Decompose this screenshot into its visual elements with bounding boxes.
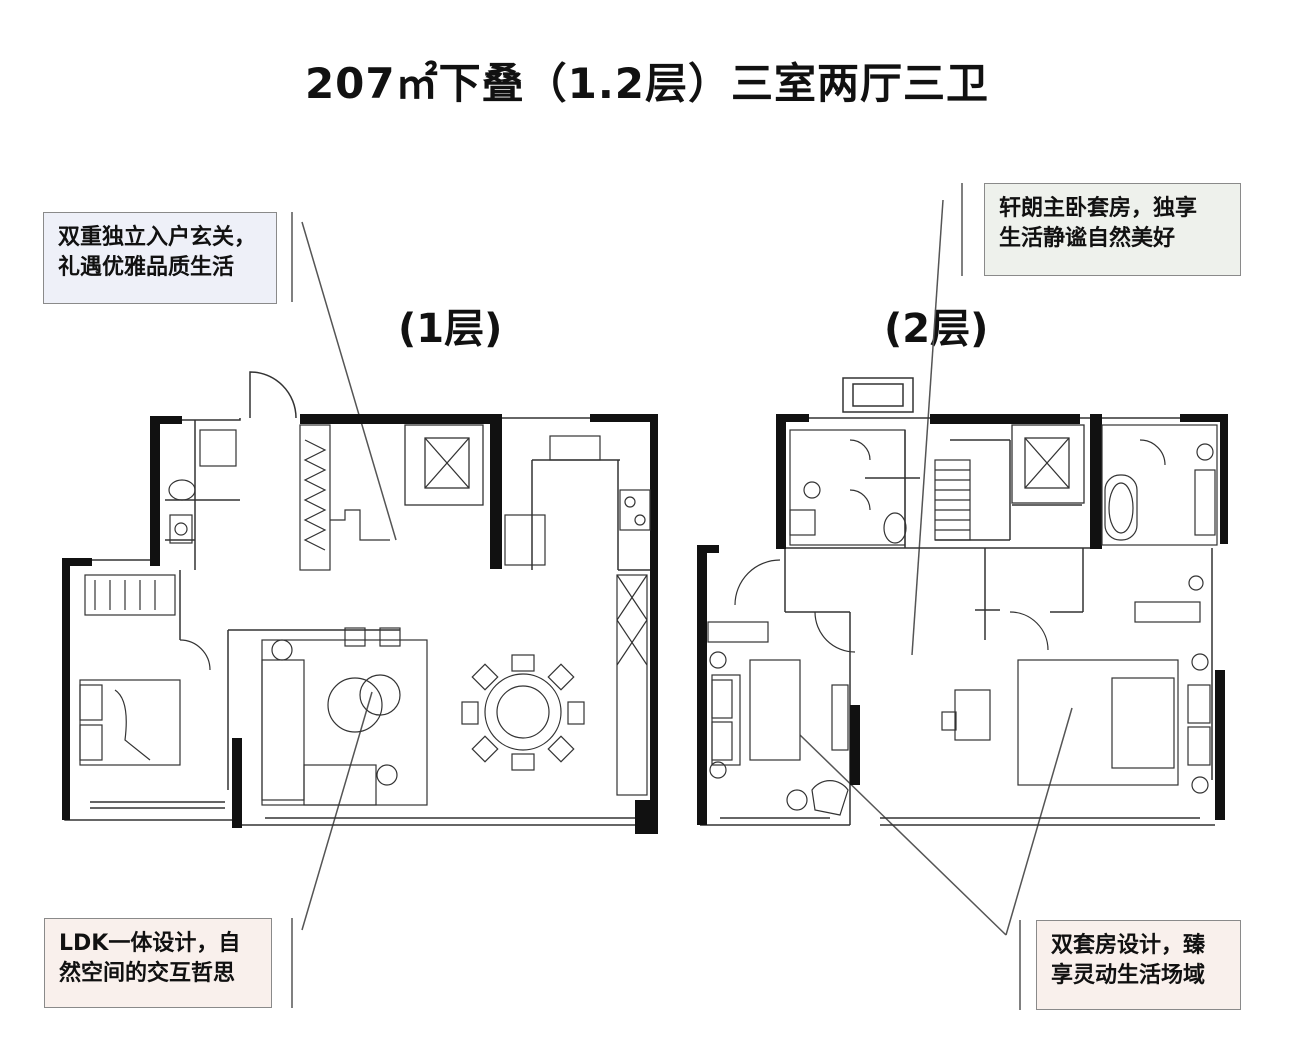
leader-suite-b: [1005, 707, 1073, 936]
stair-icon: [299, 424, 390, 571]
leader-ldk: [301, 691, 373, 931]
callout-suite-line2: 享灵动生活场域: [1051, 963, 1206, 988]
elevator-icon: [404, 424, 484, 506]
floor-1-plan: [62, 371, 658, 834]
bathroom-1-fixtures: [168, 429, 237, 544]
floor-2-label: (2层): [884, 306, 989, 352]
bathroom-2-fixtures: [789, 429, 907, 546]
floor-1-label: (1层): [398, 306, 503, 352]
study-desk-icon: [941, 689, 991, 741]
bedroom-1-furniture: [79, 574, 181, 766]
living-room-furniture: [261, 627, 428, 806]
kitchen-fixtures: [504, 435, 651, 796]
callout-master-line2: 生活静谧自然美好: [999, 226, 1176, 251]
stair-2-icon: [934, 459, 971, 541]
leader-master: [911, 199, 944, 656]
callout-master: 轩朗主卧套房，独享 生活静谧自然美好: [984, 183, 1241, 276]
entry-door-icon: [249, 371, 297, 419]
callout-suite: 双套房设计，臻 享灵动生活场域: [1036, 920, 1241, 1010]
callout-entry: 双重独立入户玄关， 礼遇优雅品质生活: [43, 212, 277, 304]
callout-ldk-line1: LDK一体设计，自: [59, 931, 241, 956]
callout-master-line1: 轩朗主卧套房，独享: [999, 196, 1198, 221]
master-bath-fixtures: [1101, 424, 1218, 546]
callout-suite-line1: 双套房设计，臻: [1051, 933, 1206, 958]
elevator-2-icon: [1011, 424, 1085, 504]
callout-entry-line2: 礼遇优雅品质生活: [58, 255, 235, 280]
floor-2-plan: [697, 377, 1228, 826]
callout-ldk-line2: 然空间的交互哲思: [59, 961, 236, 986]
leader-suite-a: [799, 734, 1007, 936]
master-bed-icon: [1017, 575, 1211, 794]
callout-ldk: LDK一体设计，自 然空间的交互哲思: [44, 918, 272, 1008]
leader-entry: [301, 221, 397, 541]
bedroom-2-furniture: [707, 621, 849, 816]
leader-lines: [291, 183, 1073, 1010]
page-title: 207㎡下叠（1.2层）三室两厅三卫: [304, 59, 990, 108]
dining-table-icon: [461, 654, 585, 771]
callout-entry-line1: 双重独立入户玄关，: [58, 225, 257, 250]
